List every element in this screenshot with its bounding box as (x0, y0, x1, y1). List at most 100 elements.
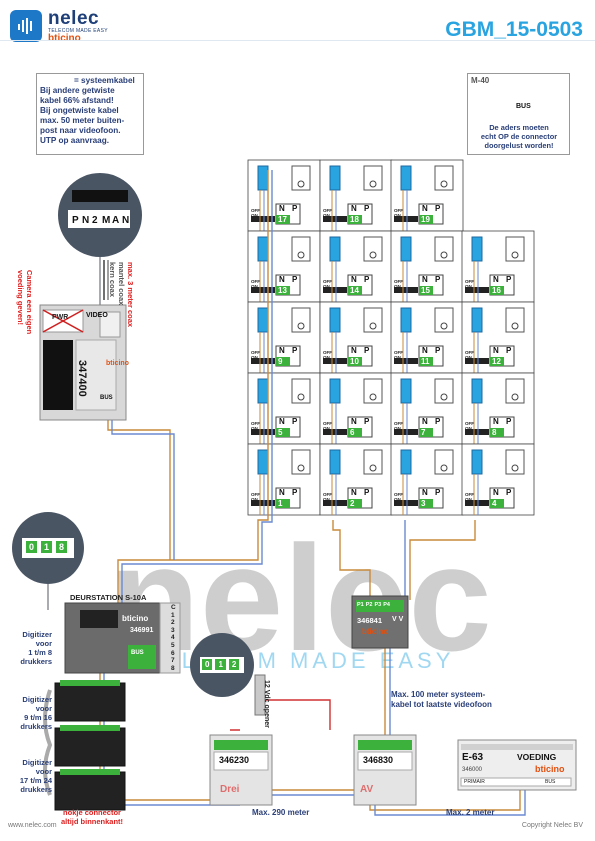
terminal-n-label: N (279, 488, 285, 497)
unit-number: 15 (421, 286, 430, 295)
terminal-n-label: N (422, 275, 428, 284)
unit-number: 2 (350, 499, 355, 508)
terminal-p-label: P (292, 346, 298, 355)
module-347400 (39, 304, 127, 421)
off-on-label: OFF ON (323, 421, 332, 431)
monitor-icon (434, 378, 454, 404)
module-346230 (209, 734, 273, 806)
bus-connector-icon (329, 165, 341, 191)
cable-note: = systeemkabel Bij andere getwiste kabel… (36, 73, 144, 155)
terminal-label: 2 (92, 215, 98, 226)
digitizer-1-l4: drukkers (20, 657, 52, 666)
unit-number: 9 (278, 357, 283, 366)
off-on-switch-icon (251, 216, 275, 222)
brand-sub: bticino (48, 33, 81, 44)
terminal-p-label: P (364, 346, 370, 355)
door-station-s10a (64, 602, 181, 674)
off-on-label: OFF ON (251, 350, 260, 360)
terminal-n-label: N (422, 346, 428, 355)
switch-digit-b1: 0 (202, 659, 213, 670)
distributor-brand: bticino (362, 627, 389, 636)
off-on-label: OFF ON (394, 492, 403, 502)
camera-note-1: Camera een eigen (25, 270, 34, 335)
door-station-code: 346991 (130, 627, 154, 634)
door-opener (254, 674, 266, 716)
videophone-unit (247, 372, 321, 445)
note-line-6: UTP op aanvraag. (40, 136, 110, 145)
terminal-n-label: N (422, 417, 428, 426)
terminal-n-label: N (422, 488, 428, 497)
off-on-switch-icon (251, 500, 275, 506)
distance-290: Max. 290 meter (252, 808, 310, 817)
videophone-unit (319, 159, 393, 232)
terminal-n-label: N (351, 346, 357, 355)
bus-connector-icon (329, 449, 341, 475)
monitor-icon (434, 449, 454, 475)
distributor-port-3: P3 (374, 602, 382, 608)
unit-number: 8 (492, 428, 497, 437)
terminal-p-label: P (292, 275, 298, 284)
digitizer-3-l4: drukkers (20, 785, 52, 794)
nokje-note-1: nokje connector (63, 808, 121, 817)
digitizer-3-l1: Digitizer (22, 758, 52, 767)
off-on-switch-icon (323, 358, 347, 364)
terminal-p-label: P (435, 346, 441, 355)
power-supply-brand: bticino (535, 764, 565, 774)
off-on-switch-icon (323, 287, 347, 293)
door-station-terminal: 6 (171, 649, 175, 657)
digitizer-1-l1: Digitizer (22, 630, 52, 639)
door-station-title: DEURSTATION S-10A (70, 593, 147, 602)
terminal-p-label: P (435, 417, 441, 426)
terminal-p-label: P (292, 417, 298, 426)
off-on-label: OFF ON (251, 208, 260, 218)
terminal-p-label: P (292, 488, 298, 497)
off-on-label: OFF ON (465, 421, 474, 431)
terminal-n-label: N (279, 204, 285, 213)
unit-number: 16 (492, 286, 501, 295)
unit-number: 19 (421, 215, 430, 224)
module-347400-code: 347400 (76, 360, 88, 397)
digitizer-3-l3: 17 t/m 24 (19, 776, 52, 785)
digitizer-2-l4: drukkers (20, 722, 52, 731)
distributor-code: 346841 (357, 616, 383, 625)
switch-digit-b2: 1 (215, 659, 226, 670)
opener-label: 12 Vdc opener (263, 680, 270, 728)
bus-connector-icon (400, 236, 412, 262)
bus-connector-icon (257, 449, 269, 475)
terminal-n-label: N (279, 417, 285, 426)
bus-connector-icon (257, 378, 269, 404)
distributor-port-4: P4 (383, 602, 390, 608)
coax-note-1: max. 3 meter coax (126, 262, 135, 328)
distributor-vv: V V (392, 616, 404, 623)
off-on-switch-icon (465, 358, 489, 364)
cable-max-1: Max. 100 meter systeem- (391, 690, 486, 699)
terminal-n-label: N (493, 346, 499, 355)
off-on-switch-icon (465, 429, 489, 435)
bus-connector-icon (329, 236, 341, 262)
monitor-icon (363, 165, 383, 191)
terminal-p-label: P (435, 204, 441, 213)
m40-label: M-40 (471, 76, 490, 85)
logo-icon (10, 10, 42, 42)
unit-number: 1 (278, 499, 283, 508)
terminal-p-label: P (364, 417, 370, 426)
switch-digit-2: 1 (41, 541, 53, 553)
digitizer-2-l2: voor (35, 704, 52, 713)
videophone-grid (247, 159, 535, 516)
brand-logo: nelec TELECOM MADE EASY bticino (10, 8, 120, 46)
camera-power-note: Camera een eigen voeding geven! (16, 270, 34, 360)
off-on-label: OFF ON (465, 350, 474, 360)
bus-connector-icon (257, 307, 269, 333)
terminal-label: A (112, 215, 119, 226)
terminal-n-label: N (351, 275, 357, 284)
monitor-icon (505, 307, 525, 333)
off-on-switch-icon (394, 500, 418, 506)
unit-number: 7 (421, 428, 426, 437)
door-station-terminal: 8 (171, 664, 175, 672)
unit-number: 12 (492, 357, 501, 366)
digitizer-3-label: Digitizer voor 17 t/m 24 drukkers (6, 758, 52, 794)
power-supply-model: E-63 (462, 752, 484, 763)
monitor-icon (505, 378, 525, 404)
door-station-brand: bticino (122, 614, 149, 623)
module-346230-sub: Drei (220, 784, 240, 795)
